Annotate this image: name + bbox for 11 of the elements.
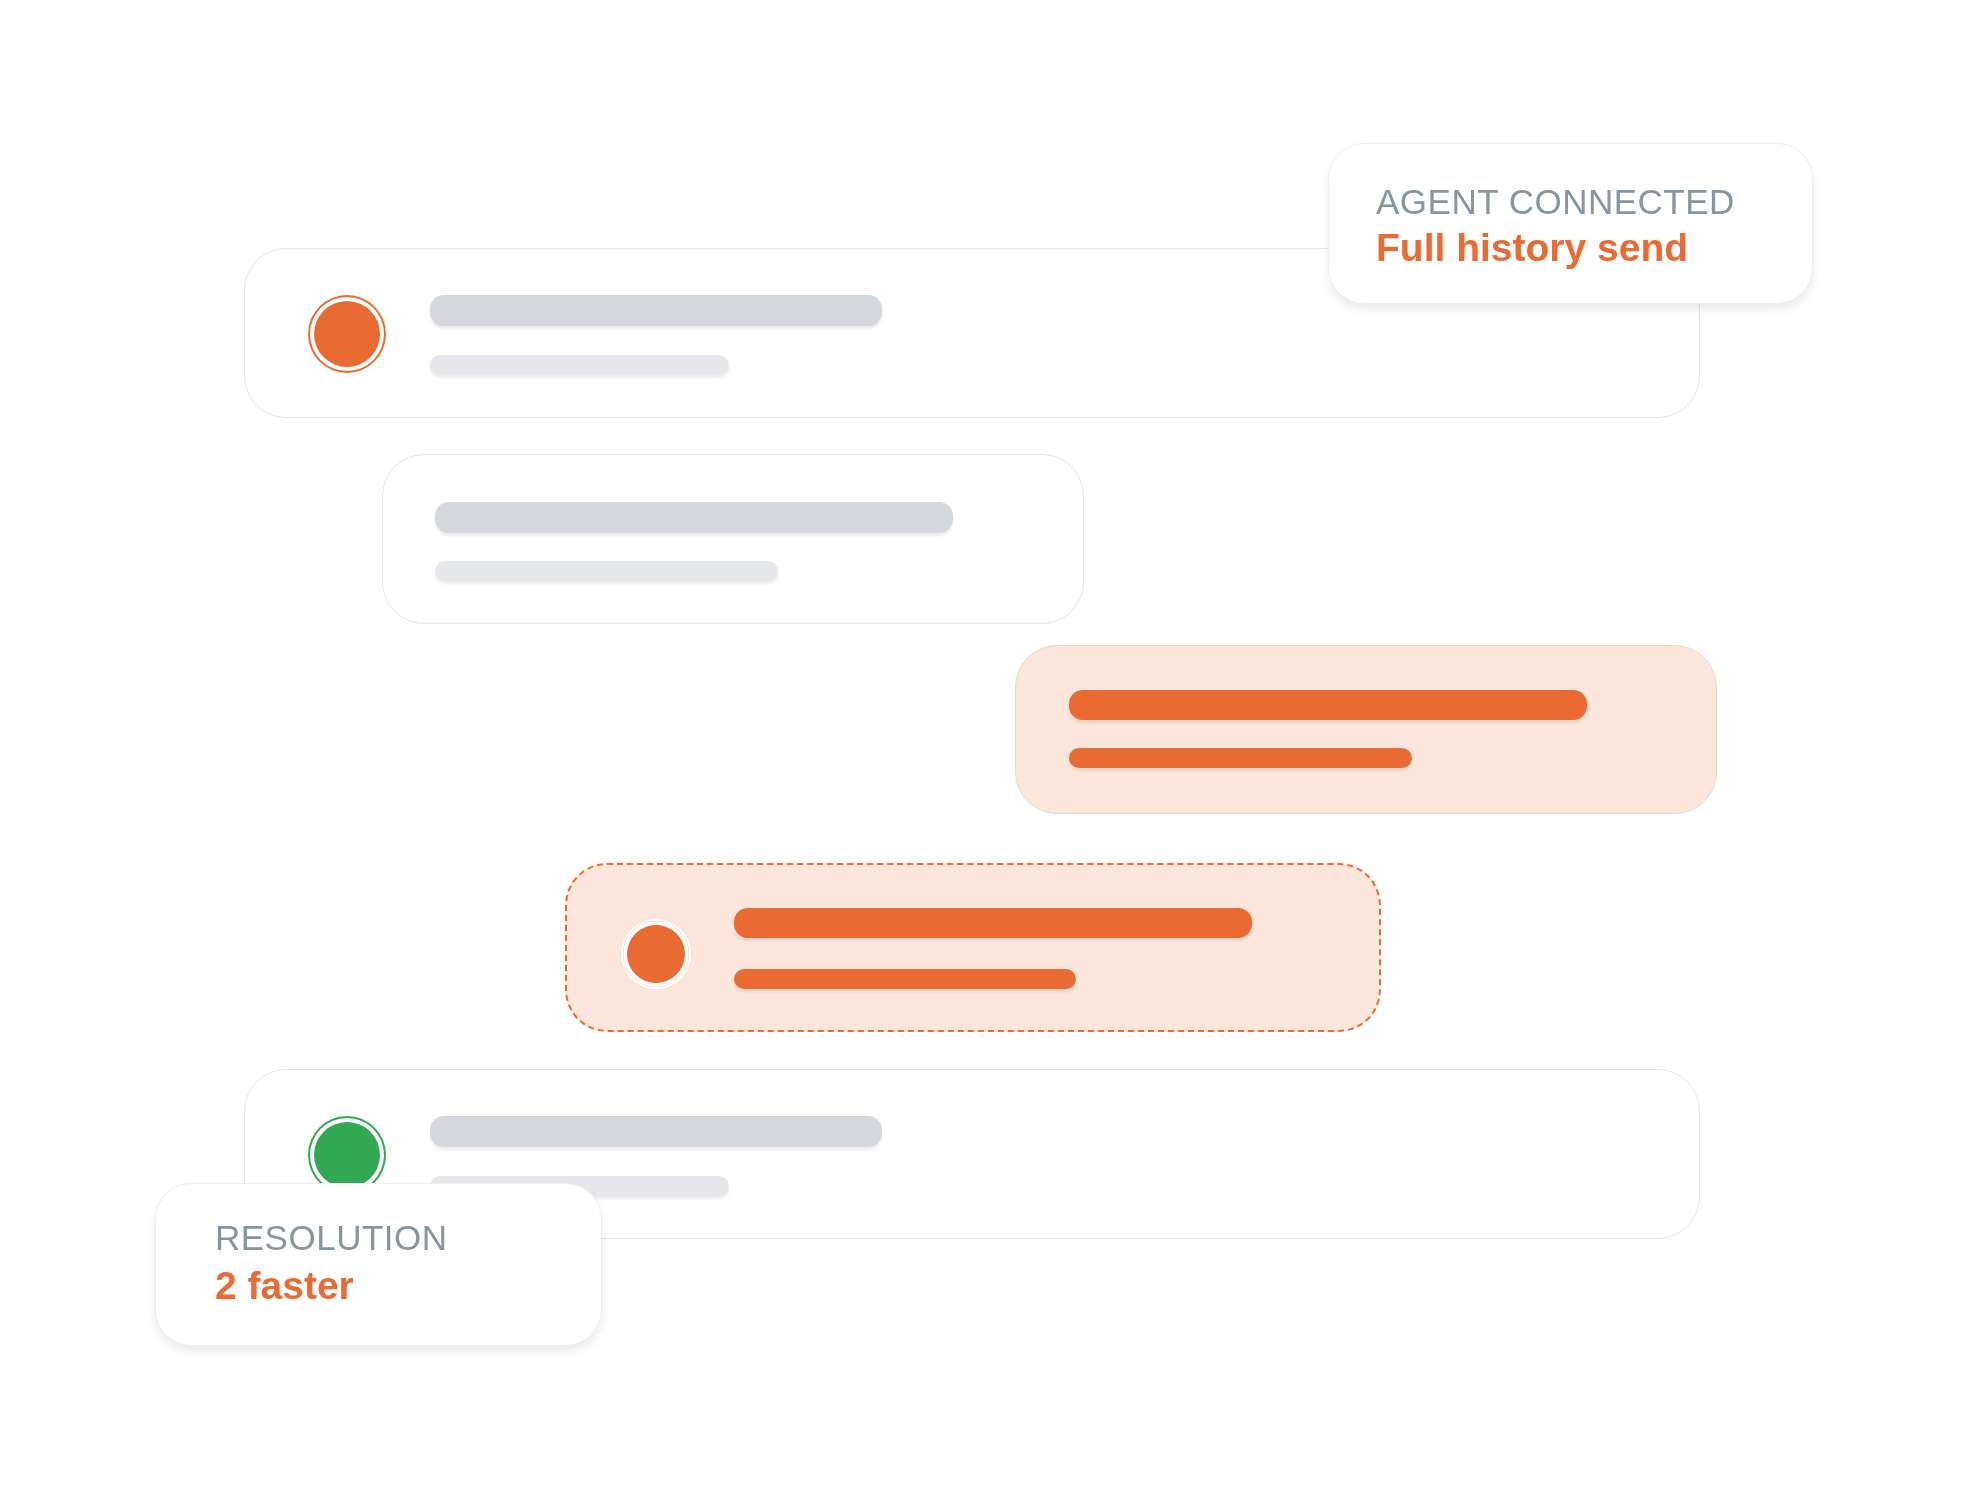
message-card (1015, 645, 1717, 814)
status-dot (623, 921, 689, 987)
notification-toast (1328, 143, 1813, 304)
message-card (382, 454, 1084, 624)
highlighted-message-card (565, 863, 1381, 1032)
callout-heading: AGENT CONNECTED (1376, 182, 1735, 222)
callout-value: Full history send (1376, 226, 1689, 270)
notification-toast (155, 1183, 602, 1346)
callout-heading: RESOLUTION (215, 1218, 448, 1258)
callout-value: 2 faster (215, 1264, 354, 1308)
status-dot (310, 297, 384, 371)
